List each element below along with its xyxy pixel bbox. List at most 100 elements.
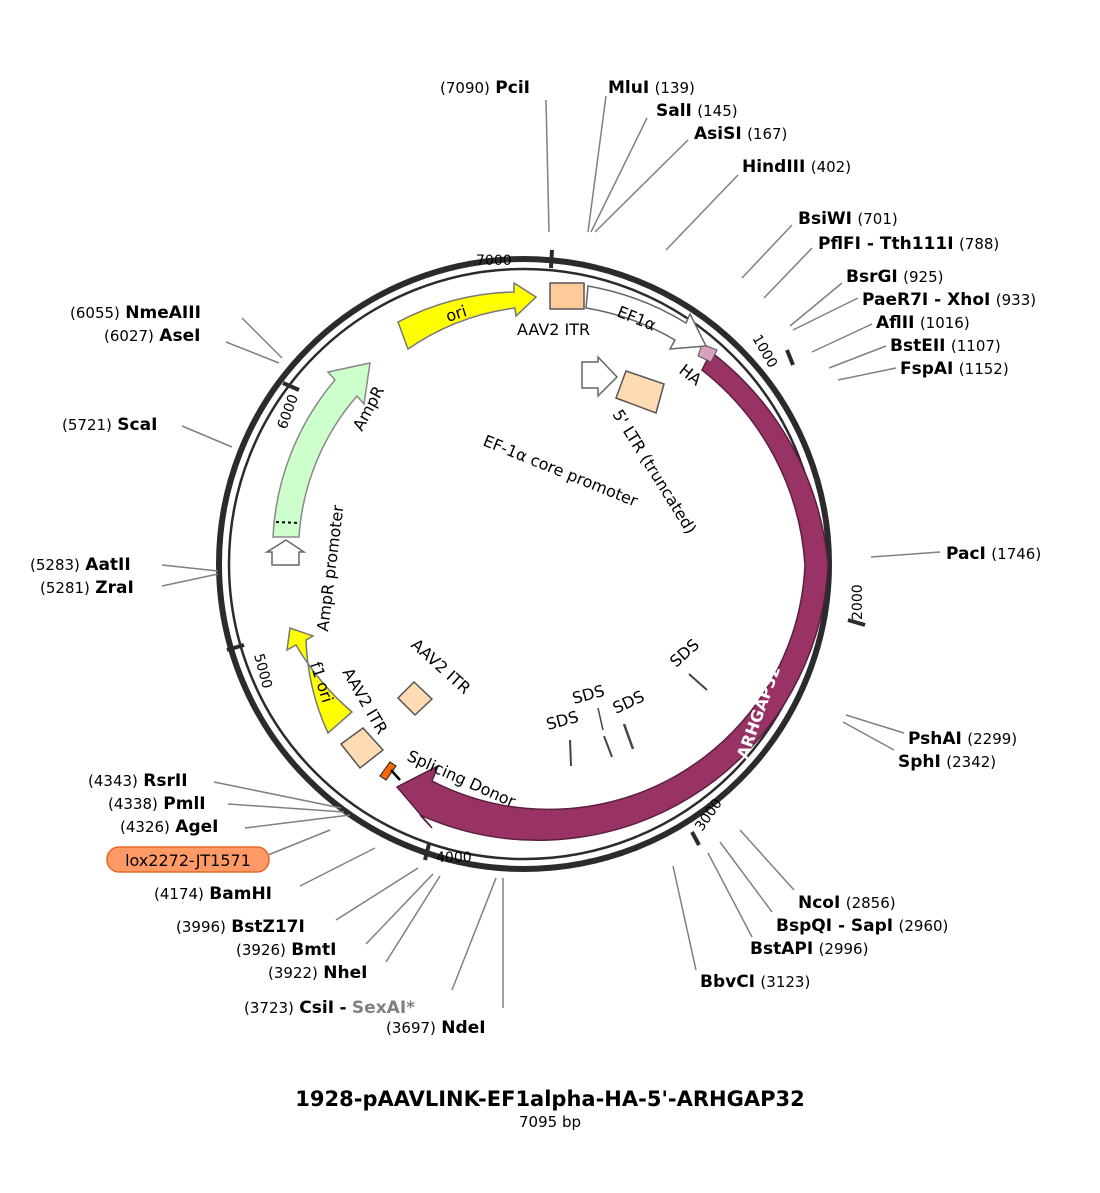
- leader-csii: [451, 877, 497, 991]
- leader-bspqi: [719, 841, 773, 913]
- site-aflii[interactable]: AflII (1016): [876, 313, 970, 333]
- leader-bbvci: [672, 865, 697, 971]
- backbone: [216, 256, 832, 872]
- backbone-outer-ring: [216, 256, 832, 872]
- tick-5000: [226, 643, 245, 652]
- tick-4000: [423, 843, 431, 861]
- site-pflfi-tth111i[interactable]: PflFI - Tth111I (788): [818, 234, 999, 254]
- ltr-label: 5' LTR (truncated): [609, 406, 701, 537]
- site-bspqi-sapi[interactable]: BspQI - SapI (2960): [776, 916, 948, 936]
- leader-mlui: [587, 95, 607, 233]
- leader-sali: [590, 117, 648, 233]
- sds-label-4: SDS: [666, 635, 703, 671]
- tick-1000: [785, 349, 795, 366]
- leader-bsteii: [828, 345, 887, 369]
- leader-asisi: [594, 139, 689, 233]
- ef1a-feature[interactable]: [585, 285, 708, 350]
- leader-aatii: [161, 564, 219, 572]
- leader-zrai: [161, 573, 219, 587]
- site-sphi[interactable]: SphI (2342): [898, 752, 996, 772]
- sds-label-2: SDS: [570, 681, 606, 708]
- site-pmli[interactable]: (4338) PmlI: [108, 794, 206, 814]
- site-nmeaiii[interactable]: (6055) NmeAIII: [70, 303, 201, 323]
- f1-ori-feature[interactable]: [286, 626, 354, 735]
- site-mlui[interactable]: MluI (139): [608, 78, 695, 98]
- tick-label-4000: 4000: [436, 850, 472, 866]
- site-fspai[interactable]: FspAI (1152): [900, 359, 1009, 379]
- leader-paer7i: [792, 297, 859, 331]
- site-asisi[interactable]: AsiSI (167): [694, 124, 787, 144]
- site-labels: (7090) PciI MluI (139) SalI (145) AsiSI …: [30, 78, 1041, 1038]
- site-aatii[interactable]: (5283) AatII: [30, 555, 131, 575]
- ef1a-core-promoter-feature[interactable]: [581, 355, 619, 398]
- site-rsrii[interactable]: (4343) RsrII: [88, 771, 188, 791]
- ef1a-core-promoter-label: EF-1α core promoter: [481, 431, 641, 511]
- leader-paci: [870, 551, 941, 558]
- site-bstapi[interactable]: BstAPI (2996): [750, 939, 868, 959]
- site-bbvci[interactable]: BbvCI (3123): [700, 972, 810, 992]
- site-asei[interactable]: (6027) AseI: [104, 326, 200, 346]
- site-pcii[interactable]: (7090) PciI: [440, 78, 530, 98]
- tick-7000: [549, 249, 554, 269]
- splicing-donor-bar: [390, 769, 401, 781]
- aav2-itr-b-feature[interactable]: [396, 680, 434, 717]
- site-bsteii[interactable]: BstEII (1107): [890, 336, 1001, 356]
- map-length: 7095 bp: [519, 1113, 581, 1131]
- site-ncoi[interactable]: NcoI (2856): [798, 893, 896, 913]
- site-hindiii[interactable]: HindIII (402): [742, 157, 851, 177]
- site-ndei[interactable]: (3697) NdeI: [386, 1018, 486, 1038]
- sds-label-3: SDS: [610, 687, 648, 718]
- site-agei[interactable]: (4326) AgeI: [120, 817, 218, 837]
- lox-badge[interactable]: lox2272-JT1571: [106, 846, 270, 873]
- site-bstz17i[interactable]: (3996) BstZ17I: [176, 917, 305, 937]
- site-zrai[interactable]: (5281) ZraI: [40, 578, 134, 598]
- site-pshai[interactable]: PshAI (2299): [908, 729, 1017, 749]
- ampr-feature[interactable]: [272, 362, 371, 538]
- leader-aflii: [811, 323, 873, 353]
- aav2-itr-top-label: AAV2 ITR: [517, 320, 590, 339]
- site-nhei[interactable]: (3922) NheI: [268, 963, 367, 983]
- site-bmti[interactable]: (3926) BmtI: [236, 940, 336, 960]
- aav2-itr-a-feature[interactable]: [339, 726, 385, 770]
- tick-6000: [282, 381, 300, 392]
- leader-lox: [267, 829, 331, 856]
- ha-label: HA: [676, 360, 706, 389]
- leader-nhei: [385, 875, 441, 963]
- lox-badge-bg: [106, 846, 270, 873]
- backbone-inner-ring: [227, 267, 821, 861]
- aav2-itr-top-feature[interactable]: [549, 282, 585, 310]
- ltr-feature[interactable]: [615, 370, 665, 414]
- site-leaders: [161, 95, 941, 1008]
- tick-label-2000: 2000: [850, 584, 866, 620]
- site-sali[interactable]: SalI (145): [656, 101, 738, 121]
- leader-rsrii: [213, 781, 342, 809]
- site-paer7i-xhoi[interactable]: PaeR7I - XhoI (933): [862, 290, 1036, 310]
- lox-badge-label: lox2272-JT1571: [125, 851, 251, 870]
- leader-bamhi: [299, 847, 376, 887]
- ori-feature[interactable]: [397, 281, 538, 351]
- tick-2000: [847, 618, 866, 627]
- aav2-itr-a-label: AAV2 ITR: [339, 665, 392, 738]
- site-paci[interactable]: PacI (1746): [946, 544, 1041, 564]
- ampr-dotted-line: [275, 521, 300, 524]
- arhgap32-feature[interactable]: [395, 350, 829, 841]
- leader-sphi: [842, 721, 895, 751]
- ampr-promoter-label: AmpR promoter: [313, 504, 347, 633]
- sds-mark-5: [688, 673, 708, 691]
- leader-fspai: [837, 367, 897, 381]
- site-bsiwi[interactable]: BsiWI (701): [798, 209, 898, 229]
- splicing-donor-feature[interactable]: [379, 761, 397, 781]
- ha-feature[interactable]: [697, 343, 718, 363]
- sds-mark-1: [569, 739, 572, 767]
- leader-bstz17i: [335, 867, 419, 921]
- leader-agei: [244, 814, 351, 829]
- map-title: 1928-pAAVLINK-EF1alpha-HA-5'-ARHGAP32: [295, 1087, 804, 1111]
- site-bsrgi[interactable]: BsrGI (925): [846, 267, 944, 287]
- site-csii[interactable]: (3723) CsiI - SexAI*: [244, 998, 415, 1018]
- leader-hindiii: [665, 174, 739, 251]
- site-scai[interactable]: (5721) ScaI: [62, 415, 157, 435]
- sds-mark-3: [603, 735, 613, 758]
- site-bamhi[interactable]: (4174) BamHI: [154, 884, 272, 904]
- ampr-promoter-feature[interactable]: [264, 539, 307, 566]
